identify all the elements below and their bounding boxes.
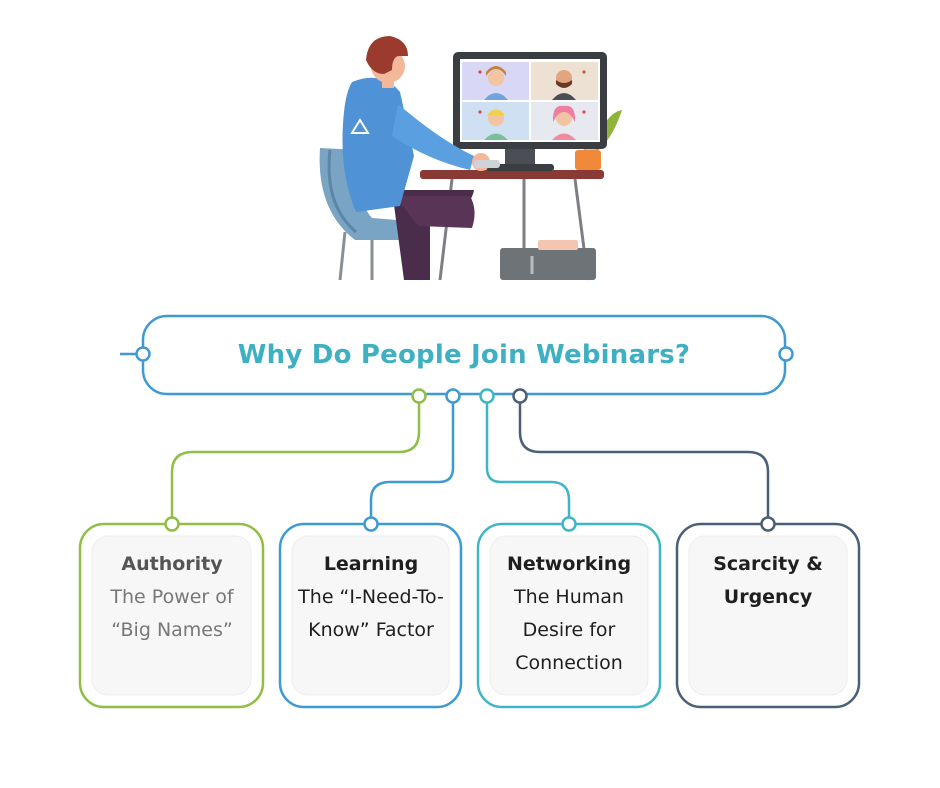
card-learning-text: Learning The “I-Need-To-Know” Factor [291,548,451,647]
card-learning [278,516,463,709]
diagram-title: Why Do People Join Webinars? [237,340,691,370]
card-learning-subtitle: The “I-Need-To-Know” Factor [298,586,444,641]
title-left-node [135,346,151,362]
node-networking-top [479,388,495,404]
connector-networking [485,396,571,524]
person-illustration [342,36,500,280]
card-networking-text: Networking The Human Desire for Connecti… [489,548,649,680]
title-right-node [778,346,794,362]
connector-learning [369,396,455,524]
monitor-illustration [453,52,607,171]
card-scarcity-title: Scarcity & Urgency [713,553,823,608]
node-scarcity-top [512,388,528,404]
illustration-person-video-call [319,36,622,281]
node-scarcity-bottom [760,516,776,532]
card-networking-title: Networking [506,553,632,575]
title-box [120,314,794,396]
node-authority-top [411,388,427,404]
card-networking-subtitle: The Human Desire for Connection [514,586,624,674]
node-authority-bottom [164,516,180,532]
node-learning-top [445,388,461,404]
node-learning-bottom [363,516,379,532]
card-authority [78,516,265,709]
card-authority-subtitle: The Power of “Big Names” [110,586,234,641]
card-learning-title: Learning [323,553,419,575]
connector-scarcity [518,396,770,524]
card-scarcity [675,516,861,709]
card-authority-title: Authority [121,553,223,575]
node-networking-bottom [561,516,577,532]
card-networking [476,516,662,709]
card-scarcity-text: Scarcity & Urgency [688,548,848,614]
desk-illustration [420,170,604,281]
card-authority-text: Authority The Power of “Big Names” [92,548,252,647]
connector-authority [170,396,421,524]
